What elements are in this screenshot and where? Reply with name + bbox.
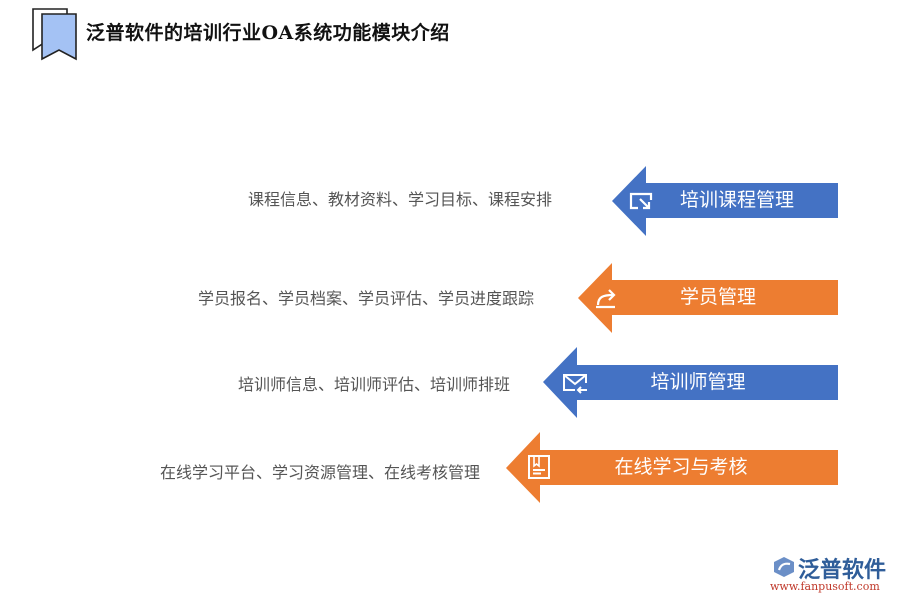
module-label: 学员管理 [679, 286, 756, 308]
logo-brand: 泛普软件 [798, 558, 887, 583]
logo-mark-icon [774, 557, 794, 577]
module-row-course: 课程信息、教材资料、学习目标、课程安排 培训课程管理 [0, 165, 900, 237]
module-arrow-student: 学员管理 [578, 262, 839, 334]
module-row-online: 在线学习平台、学习资源管理、在线考核管理 在线学习与考核 [0, 432, 900, 504]
module-row-student: 学员报名、学员档案、学员评估、学员进度跟踪 学员管理 [0, 262, 900, 334]
module-arrow-online: 在线学习与考核 [506, 432, 839, 504]
module-label: 培训师管理 [650, 371, 746, 393]
logo-url: www.fanpusoft.com [770, 580, 880, 593]
fanpu-logo: 泛普软件 www.fanpusoft.com [770, 552, 895, 598]
module-description: 课程信息、教材资料、学习目标、课程安排 [247, 190, 552, 209]
page-title: 泛普软件的培训行业OA系统功能模块介绍 [86, 22, 450, 44]
module-description: 学员报名、学员档案、学员评估、学员进度跟踪 [197, 289, 534, 308]
mail-reply-icon [563, 374, 587, 394]
module-label: 培训课程管理 [679, 189, 794, 211]
module-arrow-trainer: 培训师管理 [543, 346, 839, 418]
bookmark-icon [32, 8, 77, 61]
module-description: 在线学习平台、学习资源管理、在线考核管理 [159, 463, 480, 482]
screen-share-icon [629, 192, 653, 210]
module-arrow-course: 培训课程管理 [612, 165, 839, 237]
book-icon [528, 455, 550, 479]
module-label: 在线学习与考核 [614, 456, 748, 478]
module-row-trainer: 培训师信息、培训师评估、培训师排班 培训师管理 [0, 346, 900, 418]
module-description: 培训师信息、培训师评估、培训师排班 [237, 375, 510, 394]
share-arrow-icon [596, 289, 616, 309]
